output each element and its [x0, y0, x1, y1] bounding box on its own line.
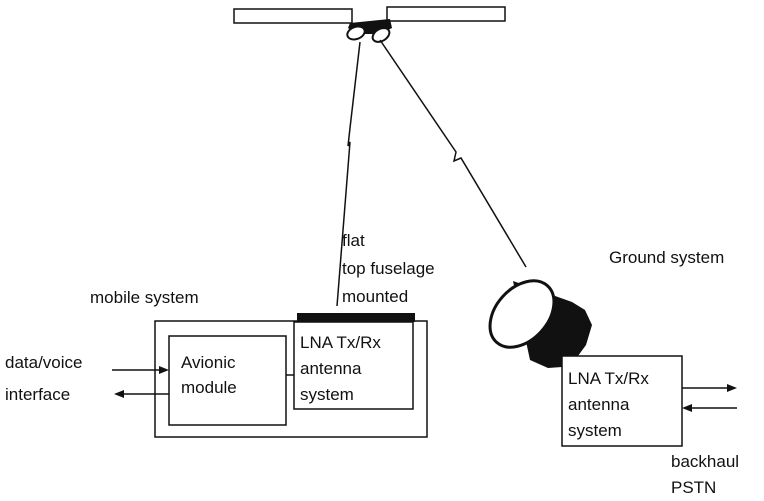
mobile-antenna-line-2: antenna — [300, 359, 362, 378]
satellite-mobile-link — [336, 41, 361, 307]
satellite-dish-right — [371, 27, 391, 43]
satellite-dish-left — [346, 25, 366, 41]
mobile-antenna-line-1: LNA Tx/Rx — [300, 333, 381, 352]
flat-mount-line-2: top fuselage — [342, 259, 435, 278]
dish-face — [488, 279, 556, 349]
mobile-system-label: mobile system — [90, 288, 199, 307]
backhaul-line-1: backhaul — [671, 452, 739, 471]
ground-antenna-line-3: system — [568, 421, 622, 440]
avionic-module-line-2: module — [181, 378, 237, 397]
avionic-module-box — [168, 335, 287, 426]
data-voice-line-2: interface — [5, 385, 70, 404]
backhaul-line-2: PSTN — [671, 478, 716, 497]
solar-panel-left — [233, 8, 353, 24]
data-out-arrow — [114, 390, 169, 398]
mobile-antenna-box — [293, 321, 414, 410]
ground-dish-icon — [488, 279, 592, 368]
flat-mount-line-1: flat — [342, 231, 365, 250]
ground-antenna-line-1: LNA Tx/Rx — [568, 369, 649, 388]
flat-antenna-bar — [297, 313, 415, 322]
flat-mount-label: flat top fuselage mounted — [342, 231, 435, 306]
mobile-antenna-line-3: system — [300, 385, 354, 404]
backhaul-in-arrow — [682, 404, 737, 412]
solar-panel-right — [386, 6, 506, 22]
data-in-arrow — [112, 366, 169, 374]
avionic-module-line-1: Avionic — [181, 353, 236, 372]
ground-system-label: Ground system — [609, 248, 724, 267]
ground-antenna-line-2: antenna — [568, 395, 630, 414]
ground-antenna-box — [561, 355, 683, 447]
satellite-ground-link — [379, 39, 527, 268]
backhaul-out-arrow — [682, 384, 737, 392]
satellite-icon — [233, 6, 506, 43]
flat-mount-line-3: mounted — [342, 287, 408, 306]
data-voice-line-1: data/voice — [5, 353, 83, 372]
